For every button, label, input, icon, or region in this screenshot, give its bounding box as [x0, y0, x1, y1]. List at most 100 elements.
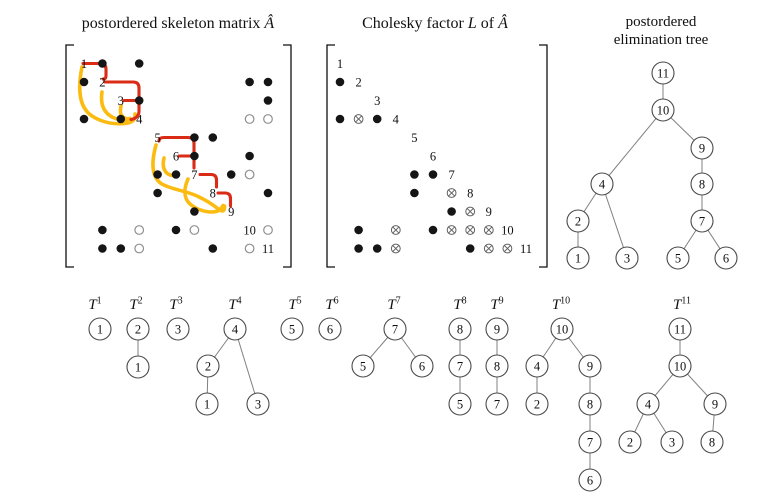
row-subtree-label-10: T10: [552, 296, 570, 314]
tree-node: [566, 209, 590, 233]
subtree-label: T8: [453, 296, 466, 314]
row-subtree-3: 3: [166, 317, 190, 341]
tree-node-label: 4: [645, 397, 652, 411]
matrix-entry-filled: [410, 188, 419, 198]
matrix-entry-filled: [171, 170, 181, 179]
matrix-entry-filled: [447, 207, 456, 216]
tree-node: [410, 354, 434, 378]
tree-node: [578, 354, 602, 378]
matrix-bracket-left: [326, 44, 335, 268]
matrix-entry-filled: [465, 244, 475, 253]
row-subtree-label-4: T4: [228, 296, 241, 314]
tree-node-label: 2: [205, 359, 211, 373]
matrix-entry-filled: [372, 114, 382, 124]
matrix-entry-filled: [190, 207, 199, 216]
tree-node: [578, 468, 602, 492]
tree-node: [566, 246, 590, 270]
tree-node-label: 4: [534, 359, 541, 373]
tree-node: [651, 61, 675, 85]
tree-node: [246, 392, 270, 416]
row-subtree-4: 4 2 1 3: [195, 317, 270, 416]
tree-node: [590, 172, 614, 196]
tree-node: [195, 392, 219, 416]
subtree-label: T10: [552, 296, 570, 314]
tree-node-label: 10: [674, 359, 687, 373]
tree-node: [223, 317, 247, 341]
tree-node: [668, 354, 692, 378]
tree-node-label: 3: [255, 397, 261, 411]
tree-node: [615, 246, 639, 270]
tree-node-label: 8: [457, 322, 463, 336]
matrix-entry-open: [244, 243, 255, 254]
fill-in-cross-icon: [448, 189, 455, 197]
tree-node: [636, 392, 660, 416]
matrix-entry-filled: [79, 77, 89, 87]
matrix-bracket-right: [539, 44, 548, 268]
tree-node-label: 1: [204, 397, 210, 411]
row-subtree-5: 5: [280, 317, 304, 341]
row-subtree-label-9: T9: [490, 296, 503, 314]
row-subtree-2: 21: [126, 317, 150, 379]
tree-node-label: 2: [627, 435, 633, 449]
tree-node: [700, 430, 724, 454]
tree-node-label: 9: [712, 397, 718, 411]
cholesky-title-L: L: [467, 15, 477, 32]
matrix-entry-filled: [208, 244, 218, 253]
diagonal-label: 4: [393, 112, 400, 126]
tree-node: [690, 136, 714, 160]
tree-node: [714, 246, 738, 270]
cholesky-title: Cholesky factor L of Â: [330, 15, 540, 33]
subtree-label: T11: [673, 296, 691, 314]
cholesky-title-A-hat: Â: [498, 15, 508, 32]
diagonal-label: 3: [374, 94, 380, 108]
diagonal-label: 7: [448, 168, 454, 182]
tree-node: [448, 392, 472, 416]
row-subtree-label-5: T5: [288, 296, 301, 314]
diagonal-label: 3: [118, 94, 124, 108]
matrix-entry-filled: [354, 225, 363, 235]
fill-in-cross-icon: [467, 208, 474, 215]
tree-node-label: 7: [587, 435, 593, 449]
tree-node-label: 5: [289, 322, 295, 336]
tree-node-label: 3: [669, 435, 675, 449]
fill-in-cross-icon: [355, 115, 362, 123]
tree-node-label: 11: [674, 322, 686, 336]
tree-node-label: 5: [457, 397, 463, 411]
fill-in-cross-icon: [485, 226, 492, 234]
skeleton-title-A-hat: Â: [264, 15, 275, 32]
diagonal-label: 11: [262, 242, 274, 256]
fill-in-cross-icon: [485, 245, 492, 252]
tree-node-label: 2: [575, 214, 581, 228]
matrix-entry-open: [134, 243, 145, 254]
subtree-label: T3: [169, 296, 182, 314]
tree-node-label: 2: [135, 322, 141, 336]
row-subtree-label-7: T7: [387, 296, 400, 314]
tree-node-label: 8: [494, 359, 500, 373]
tree-node-label: 1: [135, 360, 141, 374]
diagonal-label: 11: [520, 242, 532, 256]
matrix-entry-open: [244, 114, 255, 124]
tree-node: [196, 354, 220, 378]
fill-in-cross-icon: [448, 226, 455, 234]
tree-node-label: 4: [599, 177, 606, 191]
matrix-entry-filled: [245, 151, 254, 161]
tree-node: [660, 430, 684, 454]
matrix-entry-filled: [245, 77, 254, 87]
matrix-entry-filled: [190, 151, 199, 161]
tree-node-label: 11: [657, 66, 669, 80]
diagonal-label: 8: [210, 186, 216, 200]
diagonal-label: 9: [486, 205, 492, 219]
tree-node-label: 4: [232, 322, 239, 336]
matrix-entry-open: [263, 225, 273, 235]
tree-node-label: 1: [575, 251, 581, 265]
yellow-path: [183, 177, 225, 214]
tree-edge: [601, 109, 664, 185]
matrix-entry-filled: [116, 114, 126, 124]
matrix-entry-filled: [98, 225, 107, 235]
